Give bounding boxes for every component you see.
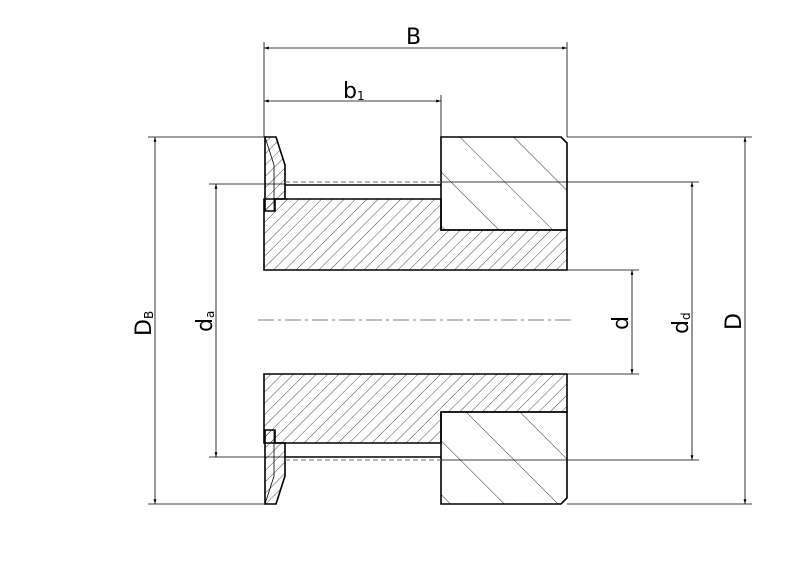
extension-lines (148, 42, 752, 505)
flange-bottom-edge (264, 430, 275, 505)
tooth-section-bottom (440, 411, 568, 505)
dimension-lines (153, 46, 747, 504)
label-d: d (609, 316, 634, 330)
label-D: D (722, 313, 747, 330)
flange-top-edge (264, 136, 275, 211)
flange-top (264, 136, 286, 212)
tooth-section-top (440, 136, 568, 231)
label-B: B (406, 25, 421, 50)
label-DB: DB (132, 311, 157, 336)
label-b1: b1 (343, 79, 365, 104)
label-dd: dd (669, 312, 694, 334)
label-da: da (193, 311, 218, 332)
